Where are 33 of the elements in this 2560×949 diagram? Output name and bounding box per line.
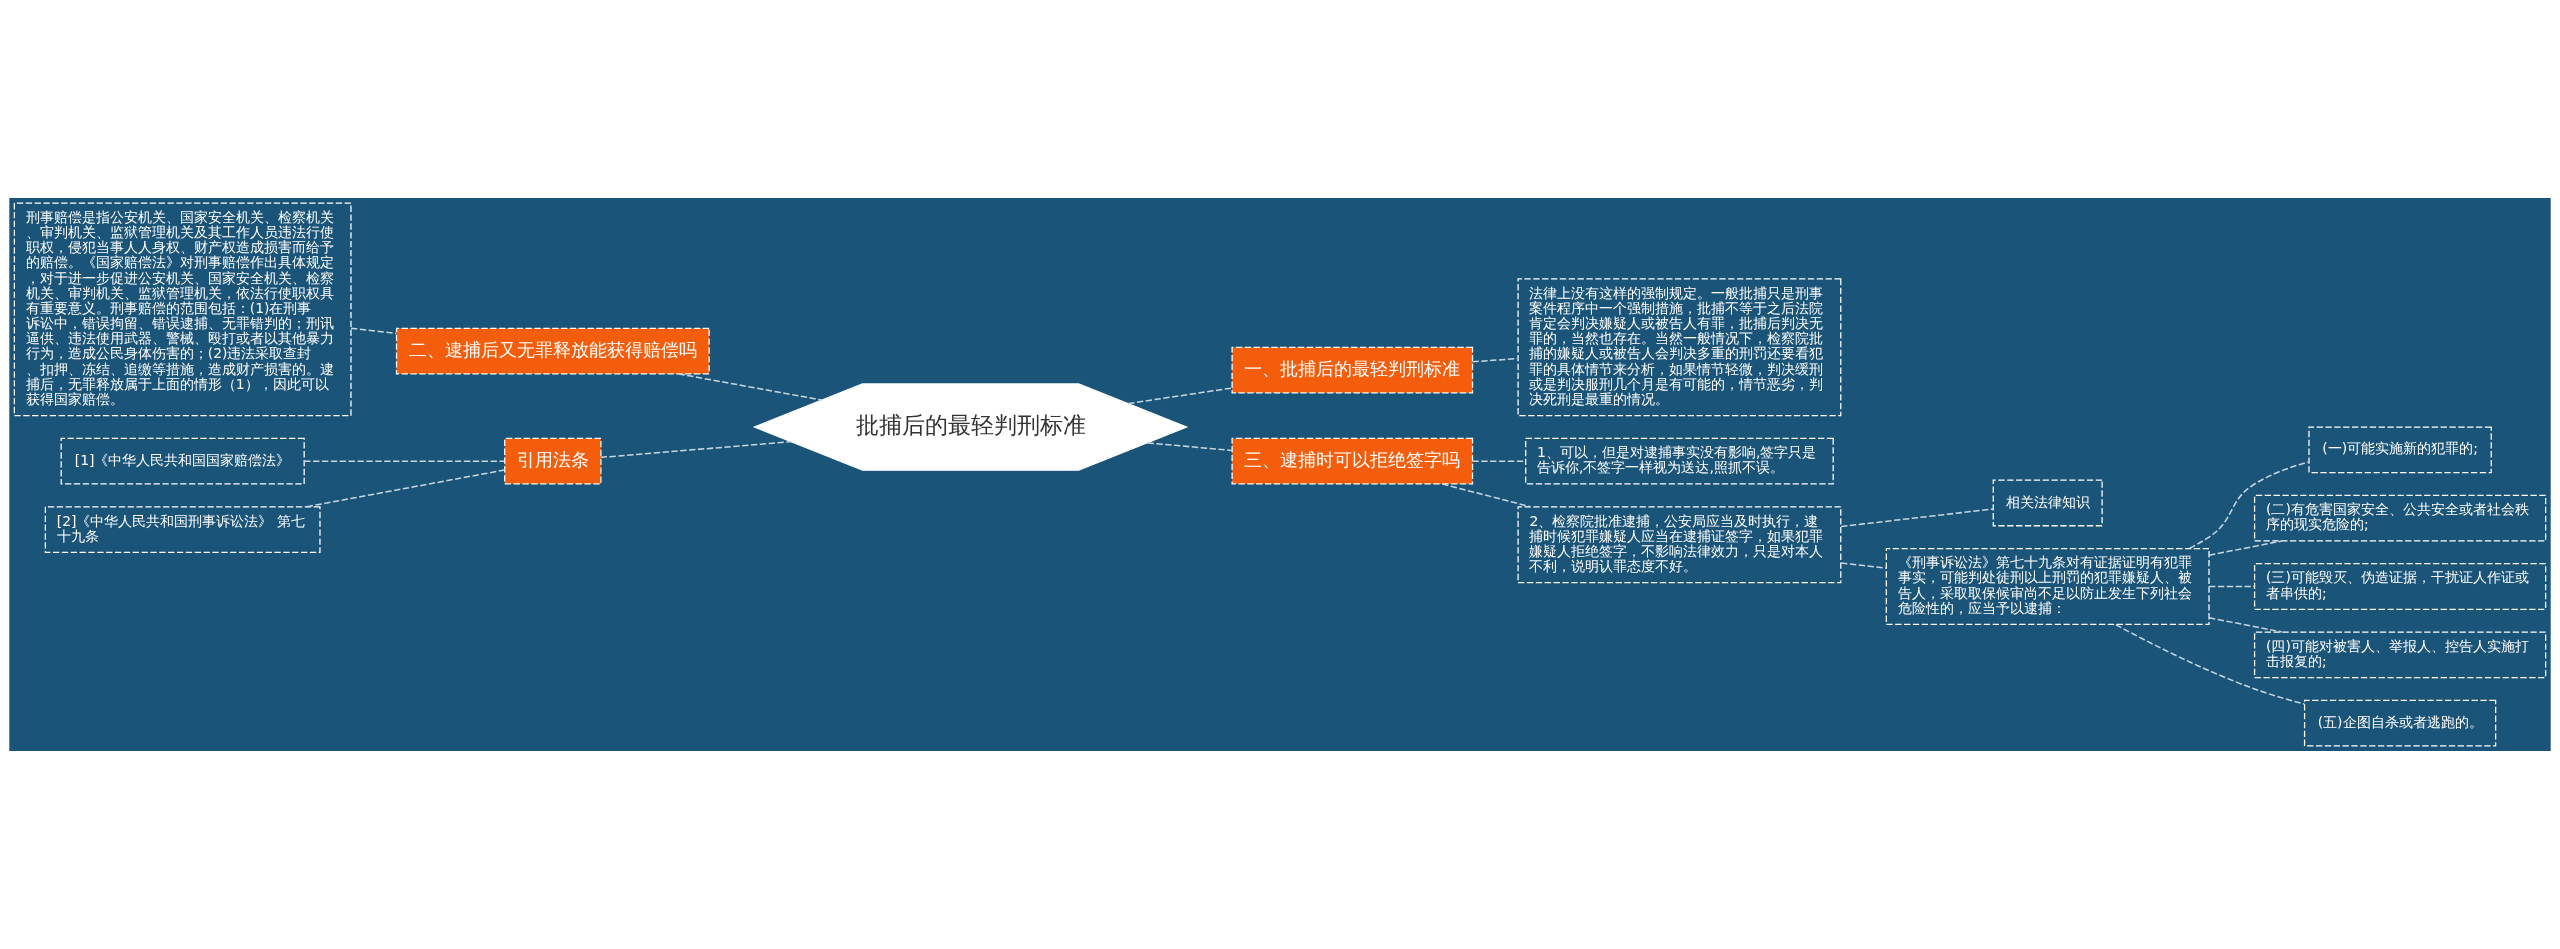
connector	[1441, 483, 1532, 508]
node-box: 引用法条	[504, 437, 602, 485]
node-box: (一)可能实施新的犯罪的;	[2308, 426, 2492, 474]
node-box: 《刑事诉讼法》第七十九条对有证据证明有犯罪事实，可能判处徒刑以上刑罚的犯罪嫌疑人、被告人，采取取保候审尚不足以防止发生下列社会危险性的，应当予以逮捕：	[1885, 547, 2210, 626]
connector	[1471, 357, 1519, 363]
connector	[2208, 540, 2283, 556]
connector	[1127, 387, 1233, 405]
connector	[2115, 623, 2306, 705]
node-box: 2、检察院批准逮捕，公安局应当及时执行，逮捕时候犯罪嫌疑人应当在逮捕证签字，如果犯罪嫌疑人拒绝签字，不影响法律效力，只是对本人不利，说明认罪态度不好。	[1517, 506, 1842, 584]
node-box: 刑事赔偿是指公安机关、国家安全机关、检察机关、审判机关、监狱管理机关及其工作人员违法行使职权，侵犯当事人人身权、财产权造成损害而给予的赔偿。《国家赔偿法》对刑事赔偿作出具体规定，对于进一步促进公安机关、国家安全机关、检察机关、审判机关、监狱管理机关，依法行使职权具有重要意义。刑事赔偿的范围包括：(1)在刑事诉讼中，错误拘留、错误逮捕、无罪错判的；刑讯逼供、违法使用武器、警械、殴打或者以其他暴力行为，造成公民身体伤害的；(2)违法采取查封、扣押、冻结、追缴等措施，造成财产损害的。逮捕后，无罪释放属于上面的情形（1），因此可以获得国家赔偿。	[13, 202, 352, 417]
node-box: 相关法律知识	[1992, 479, 2103, 527]
node-box: (三)可能毁灭、伪造证据，干扰证人作证或者串供的;	[2253, 563, 2547, 610]
node-box: 二、逮捕后又无罪释放能获得赔偿吗	[395, 327, 710, 375]
connector	[350, 327, 397, 335]
connector	[306, 469, 506, 508]
node-box: 一、批捕后的最轻判刑标准	[1231, 346, 1474, 394]
node-box: (五)企图自杀或者逃跑的。	[2303, 699, 2497, 747]
connector	[1840, 508, 1994, 528]
node-box: [1]《中华人民共和国国家赔偿法》	[60, 437, 305, 485]
connector	[600, 440, 792, 459]
connector	[303, 460, 506, 462]
connector	[2208, 585, 2256, 588]
node-box: (四)可能对被害人、举报人、控告人实施打击报复的;	[2253, 631, 2547, 679]
connector	[1146, 442, 1233, 452]
node-box: (二)有危害国家安全、公共安全或者社会秩序的现实危险的;	[2253, 494, 2547, 542]
connector	[677, 373, 823, 401]
connector	[1840, 562, 1887, 569]
connector	[2208, 617, 2283, 633]
node-box: 法律上没有这样的强制规定。一般批捕只是刑事案件程序中一个强制措施，批捕不等于之后法院肯定会判决嫌疑人或被告人有罪，批捕后判决无罪的，当然也存在。当然一般情况下，检察院批捕的嫌疑人或被告人会判决多重的刑罚还要看犯罪的具体情节来分析，如果情节轻微，判决缓刑或是判决服刑几个月是有可能的，情节恶劣，判决死刑是最重的情况。	[1517, 278, 1842, 417]
node-box: [2]《中华人民共和国刑事诉讼法》 第七十九条	[44, 506, 321, 553]
connector	[2188, 461, 2310, 550]
node-box: 1、可以，但是对逮捕事实没有影响,签字只是告诉你,不签字一样视为送达,照抓不误。	[1525, 437, 1834, 485]
node-box: 三、逮捕时可以拒绝签字吗	[1231, 437, 1474, 485]
